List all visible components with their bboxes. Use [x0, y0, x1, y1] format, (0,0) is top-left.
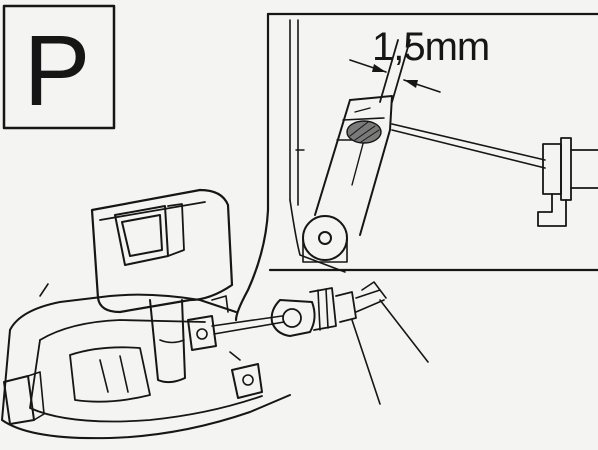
clearance-label: 1,5mm: [372, 25, 489, 69]
cable-rod: [391, 123, 546, 169]
cable-end-fitting: [537, 137, 598, 227]
detail-inset: 1,5mm: [234, 12, 598, 322]
clearance-dimension: 1,5mm: [349, 25, 490, 103]
cable-adjuster: [270, 281, 387, 337]
gear-position-label: P: [24, 15, 91, 127]
hatched-pawl: [346, 120, 382, 144]
gear-position-box: P: [2, 4, 116, 130]
shift-lever-assembly: [1, 188, 291, 440]
cable-guide: [351, 299, 429, 405]
pivot-bolt: [302, 215, 348, 263]
detent-lever: [314, 95, 393, 236]
